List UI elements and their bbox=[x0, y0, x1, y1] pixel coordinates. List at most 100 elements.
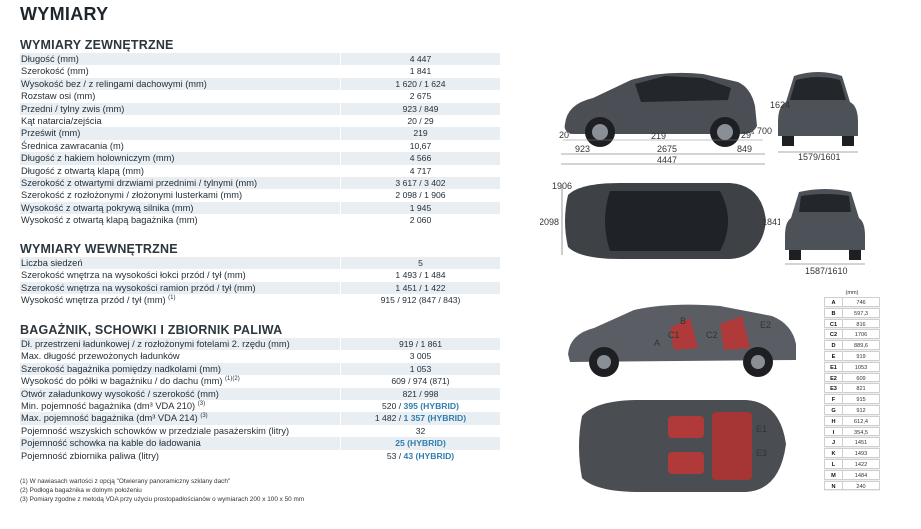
reference-value: 1706 bbox=[843, 329, 880, 340]
footnote: (2) Podłoga bagażnika w dolnym położeniu bbox=[20, 487, 142, 494]
spec-label-text: Otwór załadunkowy wysokość / szerokość (… bbox=[21, 388, 219, 399]
reference-key: F bbox=[824, 394, 843, 404]
spec-label: Rozstaw osi (mm) bbox=[20, 90, 340, 102]
spec-value-text: 821 / 998 bbox=[402, 388, 439, 399]
reference-value: 915 bbox=[843, 394, 880, 404]
spec-value-text: 1 841 bbox=[409, 66, 432, 77]
spec-label: Szerokość (mm) bbox=[20, 65, 340, 77]
spec-value: 1 053 bbox=[340, 362, 500, 376]
spec-value: 520 / 395 (HYBRID) bbox=[340, 399, 500, 413]
spec-label: Szerokość z rozłożonymi / złożonymi lust… bbox=[20, 189, 340, 201]
interior-label: C2 bbox=[706, 330, 718, 340]
footnotes: (1) W nawiasach wartości z opcją "Otwier… bbox=[20, 477, 304, 504]
car-front-view: 1624 1579/1601 bbox=[770, 72, 858, 162]
spec-label: Szerokość wnętrza na wysokości ramion pr… bbox=[20, 282, 340, 294]
spec-label-text: Długość (mm) bbox=[21, 54, 79, 64]
spec-value: 1 493 / 1 484 bbox=[340, 269, 500, 282]
spec-label-text: Wysokość z otwartą klapą bagażnika (mm) bbox=[21, 215, 198, 226]
spec-row: Min. pojemność bagażnika (dm³ VDA 210) (… bbox=[20, 399, 500, 413]
spec-row: Rozstaw osi (mm)2 675 bbox=[20, 90, 500, 103]
width-2098-label: 2098 bbox=[540, 217, 559, 227]
spec-value: 3 617 / 3 402 bbox=[340, 176, 500, 190]
car-side-view: 20° 219 29° 700 923 2675 849 4447 bbox=[559, 72, 772, 165]
spec-label: Liczba siedzeń bbox=[20, 257, 340, 269]
spec-row: Szerokość z otwartymi drzwiami przednimi… bbox=[20, 176, 500, 190]
spec-label: Prześwit (mm) bbox=[20, 127, 340, 139]
spec-row: Wysokość do półki w bagażniku / do dachu… bbox=[20, 375, 500, 388]
spec-value-text: 1 620 / 1 624 bbox=[395, 78, 446, 89]
spec-value: 1 451 / 1 422 bbox=[340, 281, 500, 295]
reference-value: 609 bbox=[843, 372, 880, 383]
spec-row: Szerokość wnętrza na wysokości łokci prz… bbox=[20, 269, 500, 282]
spec-label: Długość (mm) bbox=[20, 53, 340, 65]
footnote-ref: (3) bbox=[200, 413, 208, 420]
spec-value-text: 1 945 bbox=[409, 202, 432, 213]
spec-value: 10,67 bbox=[340, 139, 500, 153]
clearance-label: 219 bbox=[651, 131, 666, 141]
spec-value-text: 3 617 / 3 402 bbox=[395, 177, 446, 188]
spec-label-text: Długość z hakiem holowniczym (mm) bbox=[21, 153, 175, 164]
spec-value-text: 10,67 bbox=[409, 140, 432, 151]
hybrid-value: 1 357 (HYBRID) bbox=[403, 413, 467, 424]
spec-value: 919 / 1 861 bbox=[340, 338, 500, 351]
reference-key: A bbox=[824, 297, 843, 307]
interior-top-view: E1 E3 bbox=[579, 400, 786, 492]
footnote: (3) Pomiary zgodne z metodą VDA przy uży… bbox=[20, 496, 305, 503]
spec-label-text: Wysokość wnętrza przód / tył (mm) bbox=[21, 295, 166, 306]
spec-label: Pojemność wszyskich schowków w przedzial… bbox=[20, 425, 340, 437]
spec-label-text: Pojemność schowka na kable do ładowania bbox=[21, 438, 201, 449]
spec-label-text: Średnica zawracania (m) bbox=[21, 140, 124, 151]
reference-value: 354,5 bbox=[843, 426, 880, 437]
spec-value-text: 4 447 bbox=[409, 54, 432, 64]
reference-key: C1 bbox=[824, 318, 843, 329]
section-heading: BAGAŻNIK, SCHOWKI I ZBIORNIK PALIWA bbox=[20, 323, 283, 337]
spec-row: Szerokość z rozłożonymi / złożonymi lust… bbox=[20, 189, 500, 202]
spec-value-text: 53 / bbox=[386, 450, 404, 461]
spec-value-text: 1 493 / 1 484 bbox=[395, 270, 446, 281]
spec-label: Wysokość z otwartą klapą bagażnika (mm) bbox=[20, 214, 340, 226]
spec-label-text: Szerokość (mm) bbox=[21, 66, 89, 77]
spec-row: Pojemność zbiornika paliwa (litry)53 / 4… bbox=[20, 449, 500, 462]
spec-value-text: 915 / 912 (847 / 843) bbox=[380, 295, 461, 306]
spec-label-text: Kąt natarcia/zejścia bbox=[21, 115, 102, 126]
spec-label: Max. pojemność bagażnika (dm³ VDA 214) (… bbox=[20, 412, 340, 424]
footnote-ref: (1) bbox=[168, 295, 176, 302]
spec-value: 25 (HYBRID) bbox=[340, 437, 500, 450]
reference-value: 816 bbox=[843, 318, 880, 329]
spec-label-text: Wysokość bez / z relingami dachowymi (mm… bbox=[21, 78, 207, 89]
spec-value: 923 / 849 bbox=[340, 102, 500, 115]
spec-label: Wysokość wnętrza przód / tył (mm) (1) bbox=[20, 294, 340, 306]
reference-key: H bbox=[824, 415, 843, 426]
spec-value-text: 5 bbox=[418, 258, 423, 268]
width-1906-label: 1906 bbox=[552, 181, 572, 191]
spec-value-text: 919 / 1 861 bbox=[398, 339, 442, 349]
reference-value: 1484 bbox=[843, 469, 880, 480]
spec-label-text: Min. pojemność bagażnika (dm³ VDA 210) bbox=[21, 400, 196, 411]
section-heading: WYMIARY WEWNĘTRZNE bbox=[20, 242, 178, 256]
spec-label-text: Szerokość wnętrza na wysokości ramion pr… bbox=[21, 282, 256, 293]
spec-table: Dł. przestrzeni ładunkowej / z rozłożony… bbox=[20, 338, 500, 462]
reference-key: I bbox=[824, 426, 843, 437]
section-heading: WYMIARY ZEWNĘTRZNE bbox=[20, 38, 174, 52]
spec-row: Dł. przestrzeni ładunkowej / z rozłożony… bbox=[20, 338, 500, 351]
spec-value: 2 060 bbox=[340, 214, 500, 227]
reference-key: B bbox=[824, 307, 843, 318]
spec-value-text: 4 566 bbox=[409, 153, 432, 164]
reference-key: N bbox=[824, 480, 843, 491]
footnote-ref: (3) bbox=[197, 400, 206, 407]
spec-value-text: 1 451 / 1 422 bbox=[395, 282, 446, 293]
